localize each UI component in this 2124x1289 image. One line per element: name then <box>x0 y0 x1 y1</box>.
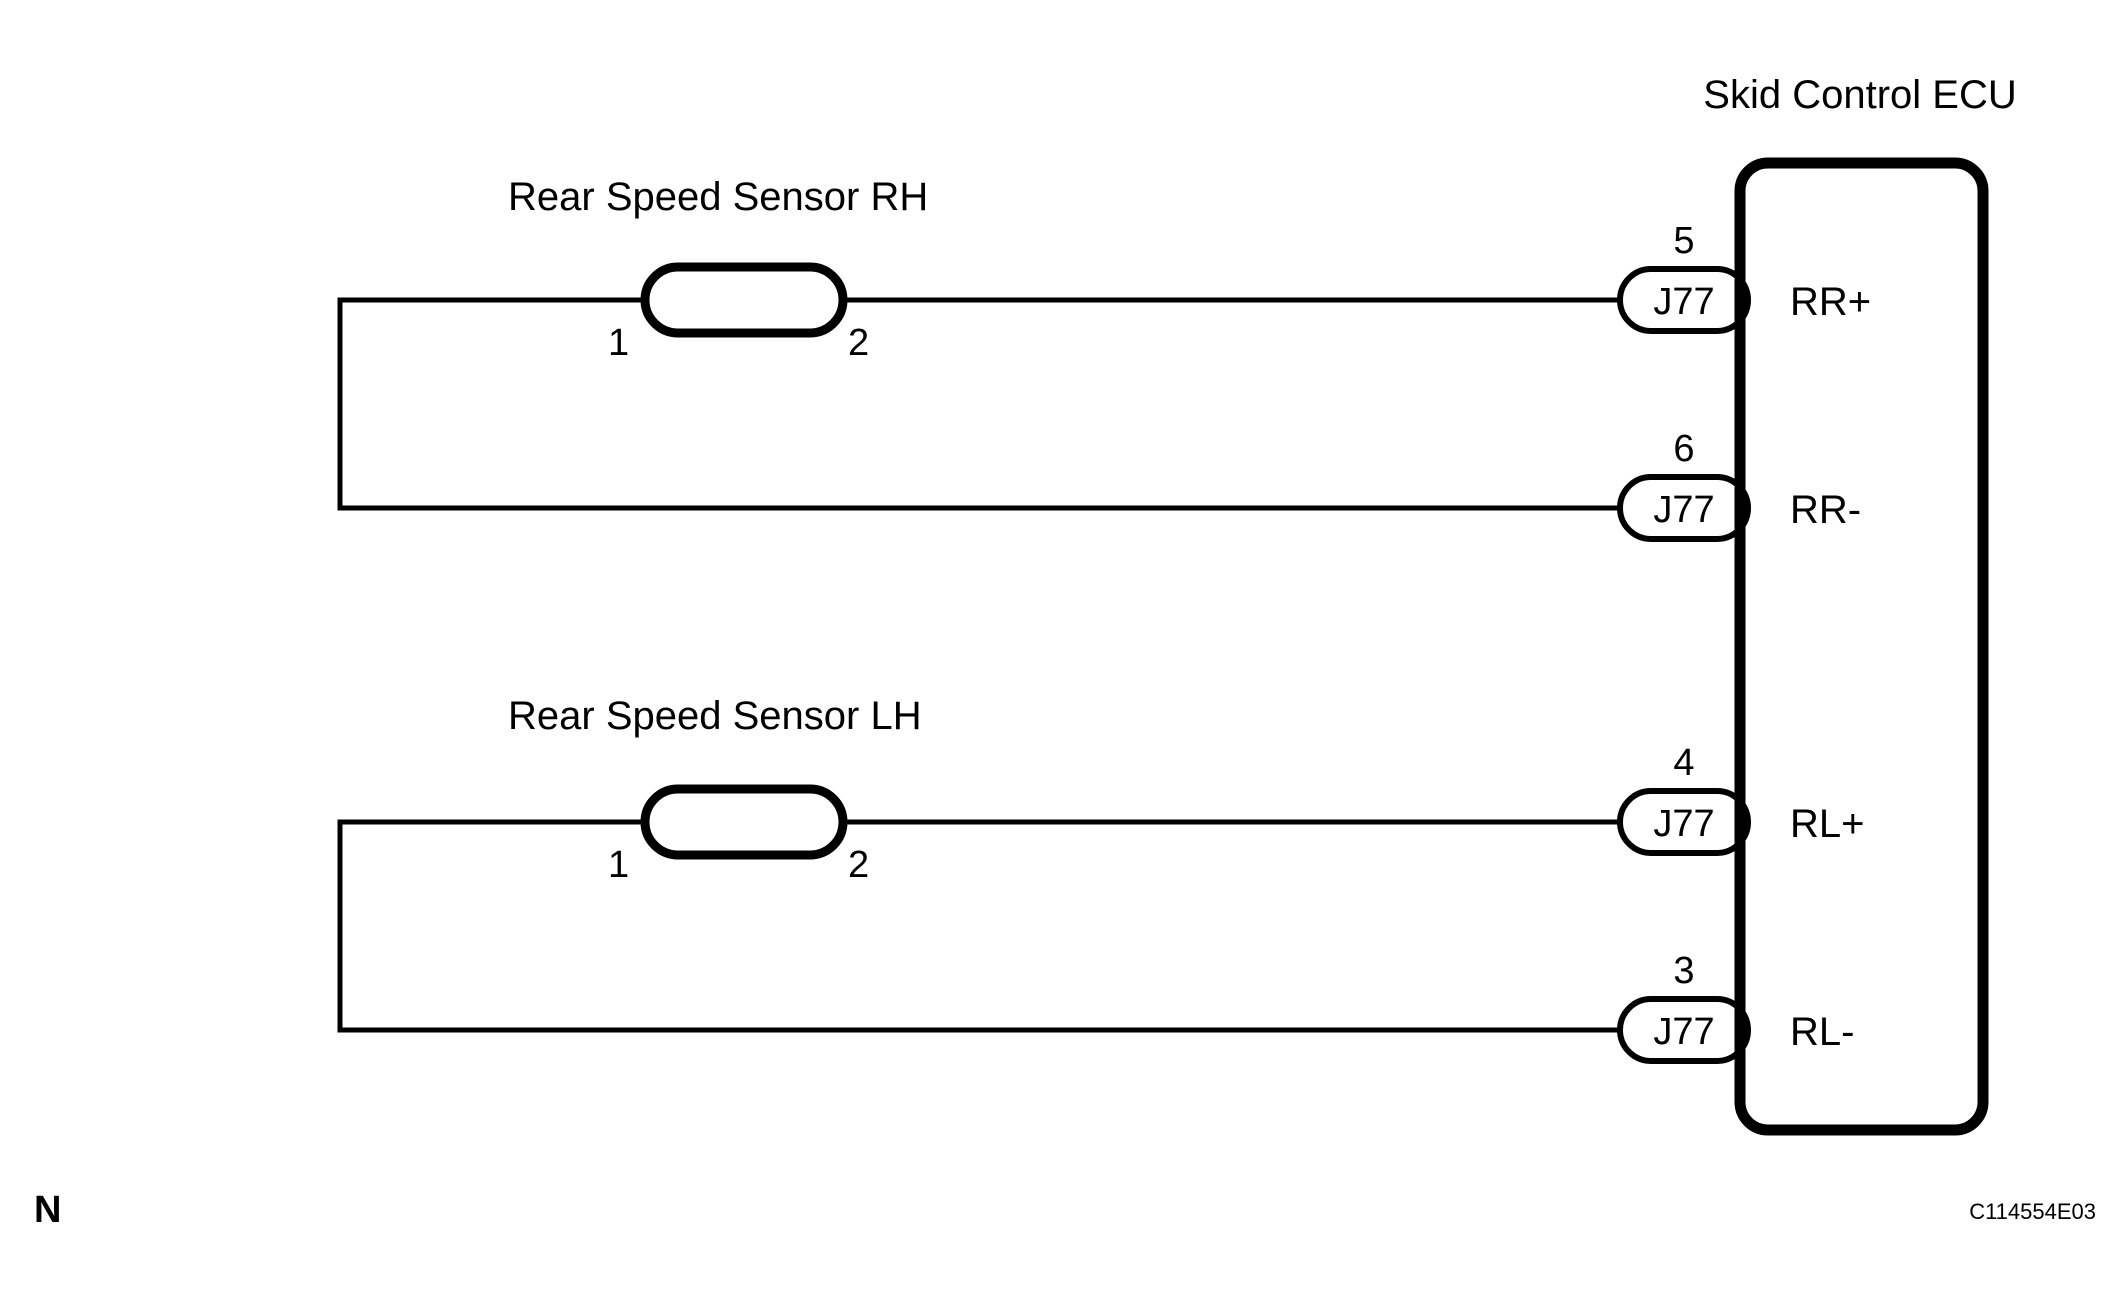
rear-speed-sensor-rh-label: Rear Speed Sensor RH <box>508 175 928 219</box>
sensor-lh-terminal-1-label: 1 <box>608 844 629 886</box>
signal-label-rl-plus: RL+ <box>1790 802 1865 846</box>
connector-pill-rr-plus <box>1617 266 1751 334</box>
connector-code-rr-plus: J77 <box>1653 281 1714 323</box>
connector-code-rr-minus: J77 <box>1653 489 1714 531</box>
connector-code-rl-minus: J77 <box>1653 1011 1714 1053</box>
ecu-pin-rl-minus: J77 3 RL- <box>1617 950 1854 1064</box>
signal-label-rr-plus: RR+ <box>1790 280 1871 324</box>
sensor-rh-terminal-2-label: 2 <box>848 322 869 364</box>
pin-number-rr-plus: 5 <box>1673 220 1694 262</box>
corner-marker-n: N <box>34 1189 61 1231</box>
connector-code-rl-plus: J77 <box>1653 803 1714 845</box>
reference-code: C114554E03 <box>1969 1199 2096 1224</box>
connector-pill-rl-minus <box>1617 996 1751 1064</box>
sensor-rh-terminal-1-label: 1 <box>608 322 629 364</box>
pin-number-rl-plus: 4 <box>1673 742 1694 784</box>
signal-label-rr-minus: RR- <box>1790 488 1861 532</box>
signal-label-rl-minus: RL- <box>1790 1010 1854 1054</box>
pin-number-rl-minus: 3 <box>1673 950 1694 992</box>
sensor-lh-terminal-2-label: 2 <box>848 844 869 886</box>
ecu-pin-rl-plus: J77 4 RL+ <box>1617 742 1865 856</box>
rear-speed-sensor-lh-label: Rear Speed Sensor LH <box>508 694 922 738</box>
ecu-pin-rr-minus: J77 6 RR- <box>1617 428 1861 542</box>
ecu-title: Skid Control ECU <box>1703 73 2016 117</box>
connector-pill-rl-plus <box>1617 788 1751 856</box>
rear-speed-sensor-lh-body <box>640 784 848 860</box>
ecu-pin-rr-plus: J77 5 RR+ <box>1617 220 1871 334</box>
rear-speed-sensor-rh-body <box>640 262 848 338</box>
connector-pill-rr-minus <box>1617 474 1751 542</box>
pin-number-rr-minus: 6 <box>1673 428 1694 470</box>
